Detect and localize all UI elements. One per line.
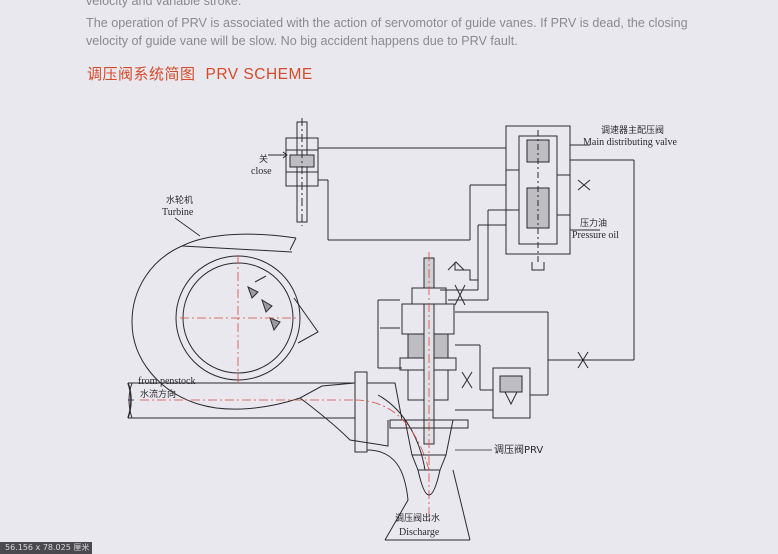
intro-text-line-1: velocity and variable stroke. (86, 0, 242, 8)
pressure-oil-label-en: Pressure oil (572, 230, 619, 241)
prv-body (389, 252, 469, 520)
penstock-label-en: from penstock (138, 376, 196, 387)
guide-vanes (247, 275, 281, 332)
pressure-oil-label-cn: 压力油 (580, 219, 608, 229)
mdv-label-cn: 调速器主配压阀 (601, 126, 665, 136)
close-label-en: close (251, 166, 272, 177)
discharge-label-en: Discharge (399, 527, 440, 538)
servomotor (285, 118, 328, 226)
turbine-label-cn: 水轮机 (166, 196, 194, 206)
main-distributing-valve (505, 125, 590, 271)
close-label-cn: 关 (259, 155, 269, 165)
intro-text-line-2: The operation of PRV is associated with … (86, 16, 688, 30)
dimension-status-bar: 56.156 x 78.025 厘米 (0, 542, 92, 554)
section-heading: 调压阀系统简图 PRV SCHEME (87, 63, 313, 84)
discharge-label-cn: 调压阀出水 (395, 514, 441, 524)
intro-text-line-3: velocity of guide vane will be slow. No … (86, 34, 518, 48)
prv-label: 调压阀PRV (494, 445, 544, 456)
penstock-label-cn: 水流方向 (140, 390, 177, 400)
turbine-label-en: Turbine (162, 207, 194, 218)
mdv-label-en: Main distributing valve (583, 137, 677, 148)
heading-cn: 调压阀系统简图 (87, 65, 196, 83)
heading-en: PRV SCHEME (205, 66, 313, 83)
pilot-valve (455, 367, 531, 419)
